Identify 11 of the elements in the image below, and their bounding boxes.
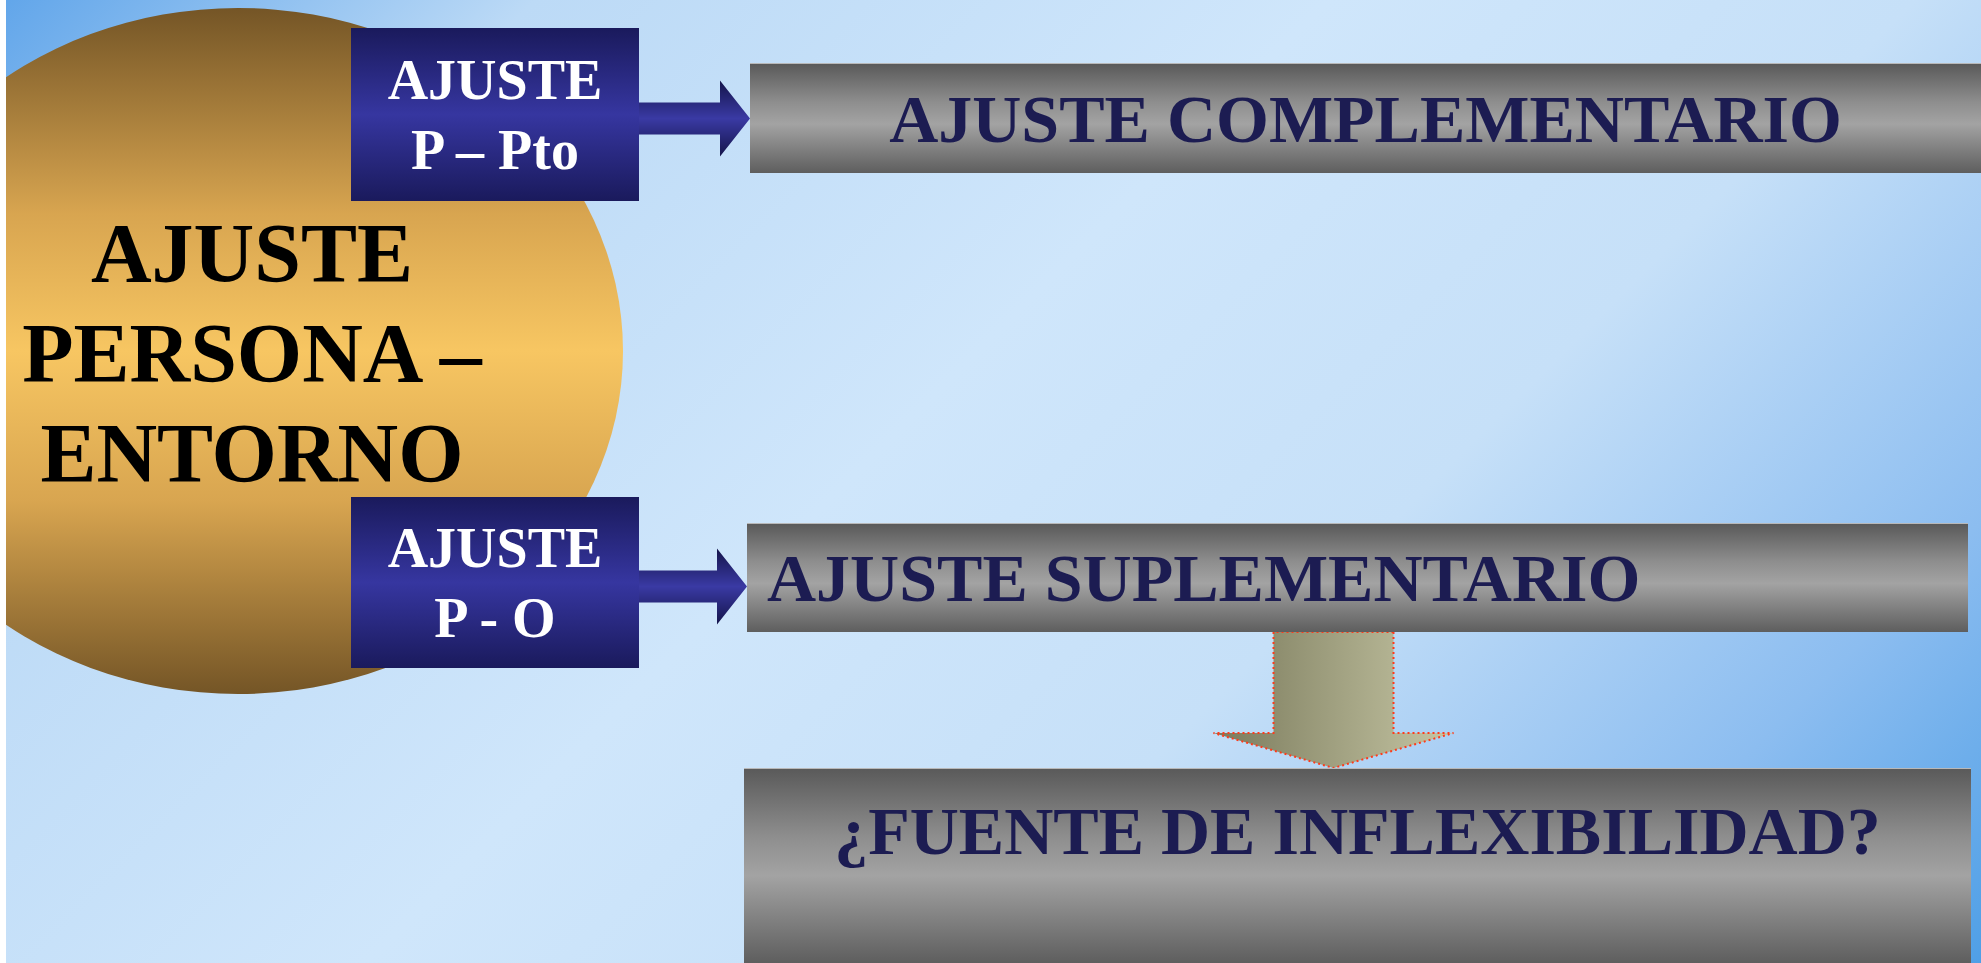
block-arrow <box>639 80 750 157</box>
banner-bar <box>750 63 1981 173</box>
node-text: AJUSTE COMPLEMENTARIO <box>889 84 1842 153</box>
node-text: AJUSTE PERSONA – ENTORNO <box>22 207 482 500</box>
banner-bar <box>747 523 1968 632</box>
block-arrow <box>639 548 747 625</box>
node-text: AJUSTE SUPLEMENTARIO <box>767 544 1641 612</box>
block-arrow <box>1212 631 1455 770</box>
node-text: AJUSTE P - O <box>386 515 604 651</box>
banner-bar <box>744 768 1971 963</box>
node-text: AJUSTE P – Pto <box>386 47 604 183</box>
